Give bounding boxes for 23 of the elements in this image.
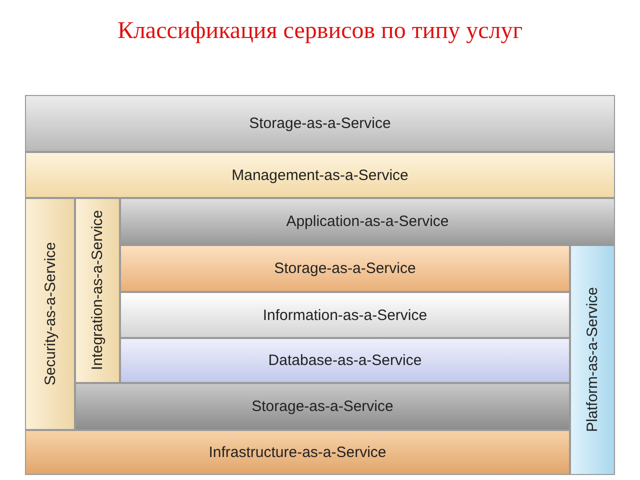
service-layer-band (120, 338, 570, 383)
layer-label: Storage-as-a-Service (252, 398, 394, 415)
service-layer-band (25, 430, 570, 475)
layer-label: Security-as-a-Service (42, 242, 58, 386)
diagram-title: Классификация сервисов по типу услуг (116, 18, 524, 45)
layer-label: Information-as-a-Service (262, 306, 428, 324)
layer-label: Storage-as-a-Service (274, 260, 416, 277)
layer-label: Platform-as-a-Service (584, 287, 601, 433)
layer-label: Management-as-a-Service (232, 166, 408, 184)
service-layer-band (570, 245, 615, 475)
layer-label: Database-as-a-Service (268, 352, 422, 369)
service-layer-band (75, 198, 120, 383)
layer-label: Application-as-a-Service (286, 213, 449, 230)
layer-label: Integration-as-a-Service (89, 210, 106, 371)
service-layer-band (120, 292, 570, 338)
service-layer-band (120, 198, 615, 245)
service-layer-band (25, 95, 615, 152)
layer-label: Storage-as-a-Service (249, 115, 391, 132)
service-layer-band (75, 383, 570, 430)
service-layer-band (25, 152, 615, 198)
service-layer-band (25, 198, 75, 430)
layer-label: Infrastructure-as-a-Service (208, 444, 386, 461)
service-layer-band (120, 245, 570, 292)
